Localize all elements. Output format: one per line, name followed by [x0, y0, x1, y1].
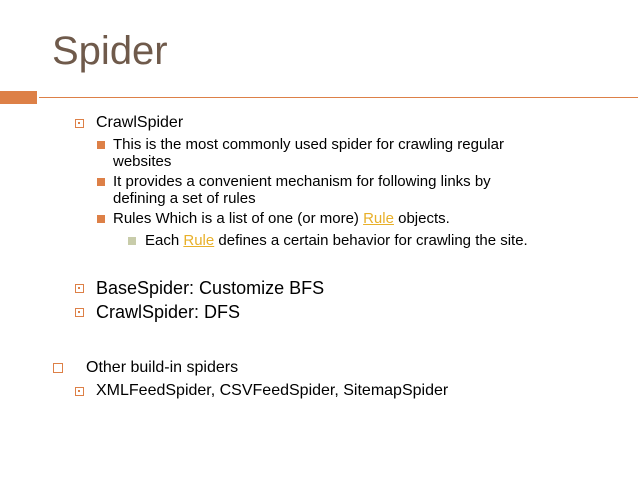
bullet-mechanism-line2: defining a set of rules	[113, 190, 256, 207]
dotted-square-bullet-icon	[75, 284, 84, 293]
title-accent-bar	[0, 91, 37, 104]
square-bullet-icon	[128, 237, 136, 245]
bullet-most-used-line2: websites	[113, 153, 172, 170]
bullet-rules-text-after: objects.	[393, 210, 450, 227]
bullet-rules-text-before: Rules Which is a list of one (or more)	[113, 210, 364, 227]
bullet-other-spiders: Other build-in spiders	[52, 358, 238, 377]
bullet-crawlspider: CrawlSpider	[72, 113, 183, 132]
rule-link[interactable]: Rule	[363, 210, 394, 227]
bullet-each-rule: Each Rule defines a certain behavior for…	[128, 232, 528, 249]
dotted-square-bullet-icon	[75, 119, 84, 128]
square-bullet-icon	[97, 141, 105, 149]
dotted-square-bullet-icon	[75, 308, 84, 317]
bullet-rules: Rules Which is a list of one (or more) R…	[97, 210, 450, 227]
square-bullet-icon	[97, 178, 105, 186]
outline-square-bullet-icon	[53, 363, 63, 373]
bullet-spider-list: XMLFeedSpider, CSVFeedSpider, SitemapSpi…	[72, 381, 448, 400]
bullet-mechanism-line1: It provides a convenient mechanism for f…	[113, 173, 491, 190]
square-bullet-icon	[97, 215, 105, 223]
title-divider	[39, 97, 638, 98]
slide-title: Spider	[52, 29, 168, 73]
bullet-other-spiders-label: Other build-in spiders	[86, 359, 239, 376]
bullet-mechanism: It provides a convenient mechanism for f…	[97, 173, 491, 207]
bullet-crawlspider-dfs: CrawlSpider: DFS	[72, 302, 240, 323]
bullet-crawlspider-dfs-label: CrawlSpider: DFS	[96, 302, 241, 322]
bullet-crawlspider-label: CrawlSpider	[96, 114, 184, 131]
rule-link[interactable]: Rule	[183, 232, 215, 249]
bullet-spider-list-label: XMLFeedSpider, CSVFeedSpider, SitemapSpi…	[96, 382, 449, 399]
bullet-each-rule-text-before: Each	[145, 232, 184, 249]
bullet-most-used: This is the most commonly used spider fo…	[97, 136, 504, 170]
bullet-basespider-label: BaseSpider: Customize BFS	[96, 278, 325, 298]
dotted-square-bullet-icon	[75, 387, 84, 396]
bullet-basespider: BaseSpider: Customize BFS	[72, 278, 324, 299]
bullet-each-rule-text-after: defines a certain behavior for crawling …	[214, 232, 528, 249]
bullet-most-used-line1: This is the most commonly used spider fo…	[113, 136, 504, 153]
